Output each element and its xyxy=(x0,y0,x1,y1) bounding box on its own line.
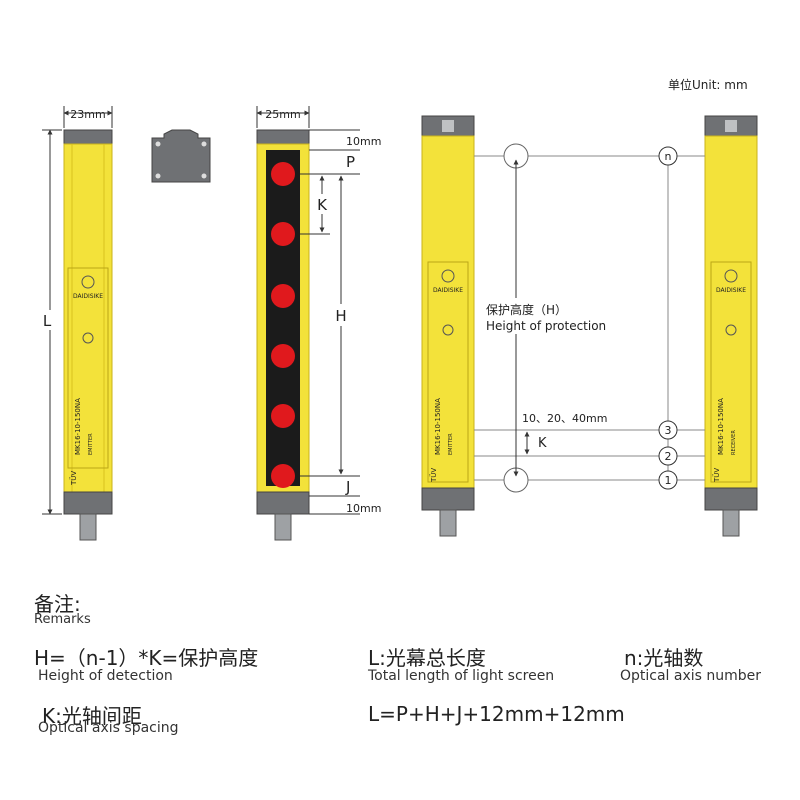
cert-text: TÜV xyxy=(712,468,721,483)
protection-label-cn: 保护高度（H） xyxy=(486,302,567,317)
bottom-margin-label: 10mm xyxy=(346,502,381,515)
led-lens xyxy=(271,344,295,368)
brand-text: DAIDISIKE xyxy=(433,287,463,294)
axis-marker-3 xyxy=(658,420,678,440)
emitter-unit: DAIDISIKE MK16-10-150NA EMITTER TÜV xyxy=(421,115,475,537)
spec-label-panel xyxy=(67,267,109,469)
remark-l-formula: L=P+H+J+12mm+12mm xyxy=(368,702,625,726)
spec-label-panel xyxy=(710,261,752,483)
width-label: 25mm xyxy=(265,108,300,121)
led-lens xyxy=(271,222,295,246)
remark-k-desc: Optical axis spacing xyxy=(38,720,179,736)
lens-window xyxy=(266,150,300,486)
axis-marker-1 xyxy=(658,470,678,490)
receiver-text: RECEIVER xyxy=(731,430,737,455)
label-mask xyxy=(331,304,351,326)
spec-label-panel xyxy=(427,261,469,483)
axis-marker-2 xyxy=(658,446,678,466)
bottom-cap xyxy=(421,487,475,511)
remark-h-formula: H=（n-1）*K=保护高度 xyxy=(34,646,259,670)
protection-height-dimension: 保护高度（H） Height of protection 10、20、40mm … xyxy=(482,143,607,493)
screw-hole-icon xyxy=(155,141,161,147)
remark-l-desc: Total length of light screen xyxy=(368,668,555,684)
spacing-letter: K xyxy=(538,436,547,451)
model-text: MK16-10-150NA xyxy=(434,398,442,455)
protection-label-en: Height of protection xyxy=(486,319,606,333)
axis-marker-label: 3 xyxy=(665,424,672,437)
housing xyxy=(704,135,758,489)
cert-text: TÜV xyxy=(69,471,78,486)
cable-connector xyxy=(274,513,292,541)
remarks-title-cn: 备注: xyxy=(34,592,81,616)
unit-label: 单位Unit: mm xyxy=(668,77,748,92)
p-label: P xyxy=(346,153,355,171)
spacing-label: 10、20、40mm xyxy=(522,412,607,425)
remark-h-desc: Height of detection xyxy=(38,668,173,684)
mount-hole-icon xyxy=(442,120,454,132)
housing xyxy=(421,135,475,489)
remark-n-def: n:光轴数 xyxy=(624,646,704,670)
axis-marker-label: 2 xyxy=(665,450,672,463)
emitter-text: EMITTER xyxy=(88,433,94,455)
axis-marker-n xyxy=(658,146,678,166)
dimension-diagram: 单位Unit: mm DAIDISIKE MK16-10-150NA EMITT… xyxy=(36,77,758,541)
led-lens xyxy=(271,464,295,488)
cable-connector xyxy=(722,509,740,537)
width-label: 23mm xyxy=(70,108,105,121)
screw-hole-icon xyxy=(201,141,207,147)
top-margin-label: 10mm xyxy=(346,135,381,148)
receiver-unit: DAIDISIKE MK16-10-150NA RECEIVER TÜV xyxy=(704,115,758,537)
bottom-cap xyxy=(256,491,310,515)
led-lens xyxy=(271,162,295,186)
model-text: MK16-10-150NA xyxy=(717,398,725,455)
end-profile-view xyxy=(151,129,211,183)
label-mask xyxy=(312,194,332,214)
remark-n-desc: Optical axis number xyxy=(620,668,762,684)
screw-hole-icon xyxy=(201,173,207,179)
j-label: J xyxy=(345,478,350,496)
mount-hole-icon xyxy=(725,120,737,132)
front-view: DAIDISIKE MK16-10-150NA EMITTER TÜV 23mm… xyxy=(36,106,113,541)
label-mask xyxy=(482,298,592,334)
cable-connector xyxy=(79,513,97,541)
remark-k-def: K:光轴间距 xyxy=(42,704,142,728)
axis-marker-label: n xyxy=(665,150,672,163)
top-cap xyxy=(63,129,113,145)
h-label: H xyxy=(335,307,346,325)
model-text: MK16-10-150NA xyxy=(74,398,82,455)
led-column xyxy=(271,162,295,488)
top-cap xyxy=(256,129,310,145)
brand-text: DAIDISIKE xyxy=(716,287,746,294)
axis-markers: n 3 2 1 xyxy=(658,146,678,490)
led-lens xyxy=(271,404,295,428)
brand-text: DAIDISIKE xyxy=(73,293,103,300)
length-label: L xyxy=(43,312,52,330)
brand-logo-icon xyxy=(441,269,455,283)
emitter-text: EMITTER xyxy=(448,433,454,455)
cable-connector xyxy=(439,509,457,537)
adjust-screw-icon xyxy=(82,332,94,344)
led-lens xyxy=(271,284,295,308)
adjust-screw-icon xyxy=(442,324,454,336)
remark-l-def: L:光幕总长度 xyxy=(368,646,486,670)
k-label: K xyxy=(317,196,328,214)
bottom-cap xyxy=(63,491,113,515)
lens-view: 25mm 10mm P K H J 10mm xyxy=(256,106,381,541)
brand-logo-icon xyxy=(81,275,95,289)
axis-marker-label: 1 xyxy=(665,474,672,487)
adjust-screw-icon xyxy=(725,324,737,336)
profile-shape xyxy=(151,129,211,183)
brand-logo-icon xyxy=(724,269,738,283)
cert-text: TÜV xyxy=(429,468,438,483)
screw-hole-icon xyxy=(155,173,161,179)
remarks-title-en: Remarks xyxy=(34,612,91,627)
label-mask xyxy=(36,310,60,330)
bottom-cap xyxy=(704,487,758,511)
